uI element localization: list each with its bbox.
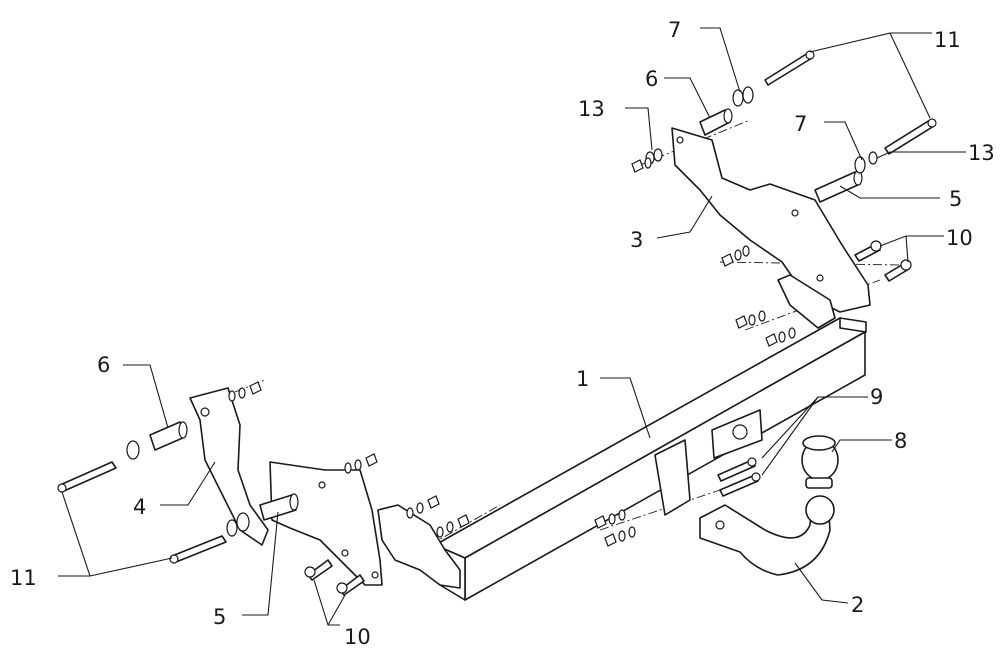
washer-part-13-right <box>868 151 878 165</box>
bolt-part-10-right-a <box>854 240 882 262</box>
callout-5-lower: 5 <box>213 605 226 629</box>
nut-set-center-left <box>406 495 470 538</box>
callout-6-lower: 6 <box>97 353 110 377</box>
bolt-part-11-right <box>884 118 937 155</box>
callout-3: 3 <box>630 228 643 252</box>
tow-ball-neck-part-2 <box>699 495 835 576</box>
bolt-part-9-b <box>719 472 761 497</box>
right-bracket-part-3 <box>671 127 871 329</box>
callout-9: 9 <box>870 385 883 409</box>
bolt-part-10-left-a <box>304 559 333 581</box>
ball-cap-part-8 <box>801 435 839 489</box>
nut-set-center <box>594 509 636 547</box>
callout-7-upper: 7 <box>668 18 681 42</box>
washer-part-7-upper <box>732 89 744 107</box>
leader-lines <box>58 27 966 626</box>
bolt-part-11-left <box>57 461 117 493</box>
callout-2: 2 <box>851 593 864 617</box>
bolt-part-11-lower <box>169 535 227 564</box>
callout-7-right: 7 <box>794 112 807 136</box>
bolt-part-10-left-b <box>336 574 365 596</box>
left-bracket-part-4 <box>189 387 461 589</box>
callout-1: 1 <box>576 367 589 391</box>
callout-6-upper: 6 <box>645 67 658 91</box>
spacer-tube-part-6-upper <box>699 108 733 136</box>
spacer-tube-part-5-lower <box>259 493 299 521</box>
callout-10-right: 10 <box>946 226 973 250</box>
nut-set-mid-right <box>721 245 750 267</box>
callout-labels: 1 2 3 4 5 5 6 6 7 7 8 9 10 10 11 11 13 1… <box>10 18 995 649</box>
nut-sets <box>228 157 796 547</box>
nut-set-lower-right <box>735 310 796 347</box>
bolts <box>57 50 937 596</box>
bolt-part-11-top <box>764 50 815 86</box>
nut-set-upper-left <box>631 157 652 173</box>
callout-8: 8 <box>894 429 907 453</box>
nut-set-left-top <box>228 381 262 402</box>
washer-lower-left <box>126 440 140 460</box>
washers <box>126 86 878 537</box>
callout-5-upper: 5 <box>949 187 962 211</box>
bolt-part-9-a <box>717 457 757 482</box>
callout-13-right: 13 <box>968 141 995 165</box>
nut-set-left-mid <box>344 453 378 474</box>
spacer-tubes <box>149 108 863 521</box>
callout-10-left: 10 <box>344 625 371 649</box>
washer-part-7-right <box>854 156 866 174</box>
spacer-tube-part-5-upper <box>814 170 863 203</box>
callout-11-top: 11 <box>934 28 961 52</box>
callout-13-left: 13 <box>578 97 605 121</box>
callout-11-left: 11 <box>10 566 37 590</box>
spacer-tube-part-6-lower <box>149 421 188 451</box>
bolt-part-10-right-b <box>884 259 912 282</box>
callout-4: 4 <box>133 495 146 519</box>
